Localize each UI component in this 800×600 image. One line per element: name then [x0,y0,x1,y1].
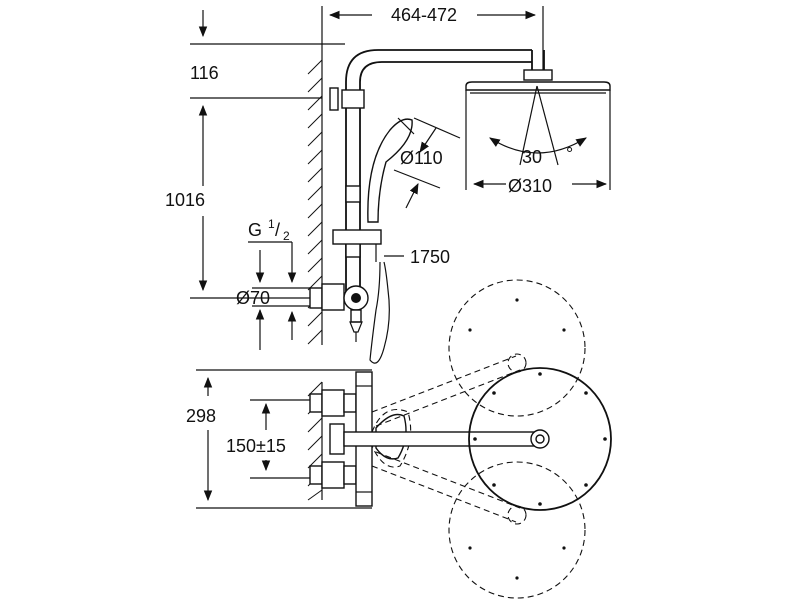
depth-label: 298 [186,406,216,426]
thread-fraction-numerator: 1 [268,217,275,231]
top-offset-label: 116 [190,63,219,83]
hose: 1750 [369,247,450,364]
height-dimensions: 116 1016 [165,10,345,299]
thread-label: G [248,220,262,240]
thread-dimension: G 1 / 2 [248,217,310,350]
svg-text:/: / [275,220,280,240]
side-view: 464-472 116 1016 G 1 / 2 [165,5,611,364]
rain-shower-head: 30 ° Ø310 [465,69,611,196]
depth-dimension: 298 [186,369,372,509]
spacing-label: 150±15 [226,436,286,456]
spray-angle-label: 30 [522,147,542,167]
arm-reach-label: 464-472 [391,5,457,25]
top-view: 298 150±15 [186,279,612,599]
degree-symbol: ° [566,144,573,164]
arm-reach-dimension: 464-472 [321,5,544,72]
outlet-diameter-label: Ø70 [236,288,270,308]
hand-shower: Ø110 [367,117,461,223]
hand-shower-diameter-label: Ø110 [400,148,443,168]
thread-fraction-denominator: 2 [283,229,290,243]
head-diameter-label: Ø310 [508,176,552,196]
shower-rail [329,49,545,300]
top-arm [343,353,550,525]
height-label: 1016 [165,190,205,210]
wall-outlet [309,283,369,342]
top-head-circles [448,279,612,599]
hose-length-label: 1750 [410,247,450,267]
hand-shower-holder [332,229,382,262]
